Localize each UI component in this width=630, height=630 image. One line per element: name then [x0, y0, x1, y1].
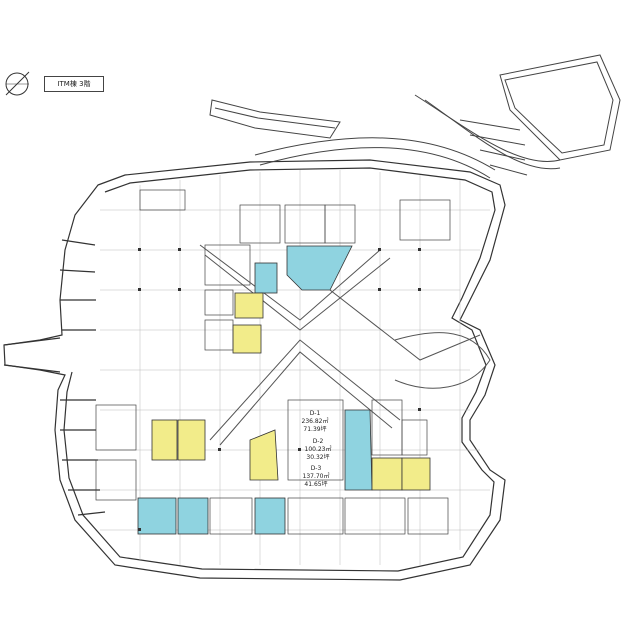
unit-d2-tsubo: 30.32坪: [306, 453, 329, 461]
unit-cyan-3: [344, 409, 373, 491]
unit-d3-area: 137.70㎡: [303, 472, 330, 480]
unit-d2-id: D-2: [313, 438, 324, 445]
unit-cyan-5: [177, 497, 209, 535]
curved-wing: [209, 54, 621, 179]
unit-yellow-4: [177, 419, 206, 461]
unit-d1-area: 236.82㎡: [302, 417, 329, 425]
unit-yellow-1: [234, 292, 264, 319]
unit-cyan-2: [254, 262, 278, 294]
unit-cyan-4: [137, 497, 177, 535]
unit-cyan-6: [254, 497, 286, 535]
building-outline: [3, 159, 506, 581]
unit-yellow-6: [371, 457, 403, 491]
plain-units: [95, 189, 451, 535]
unit-d1-tsubo: 71.39坪: [303, 425, 326, 433]
unit-d1-id: D-1: [310, 410, 321, 417]
columns: [138, 248, 421, 531]
unit-d3-tsubo: 41.65坪: [304, 480, 327, 488]
unit-yellow-5: [249, 429, 279, 481]
unit-yellow-3: [151, 419, 178, 461]
unit-yellow-2: [232, 324, 262, 354]
north-arrow-icon: [5, 71, 30, 96]
unit-cyan-1: [286, 245, 353, 291]
unit-yellow-7: [401, 457, 431, 491]
unit-d3-id: D-3: [311, 465, 322, 472]
unit-d2-area: 100.23㎡: [305, 445, 332, 453]
floor-title: ITM棟 3階: [44, 76, 104, 92]
cyan-units: [137, 245, 373, 535]
yellow-units: [151, 292, 431, 491]
circulation-diagonals: [199, 244, 491, 446]
